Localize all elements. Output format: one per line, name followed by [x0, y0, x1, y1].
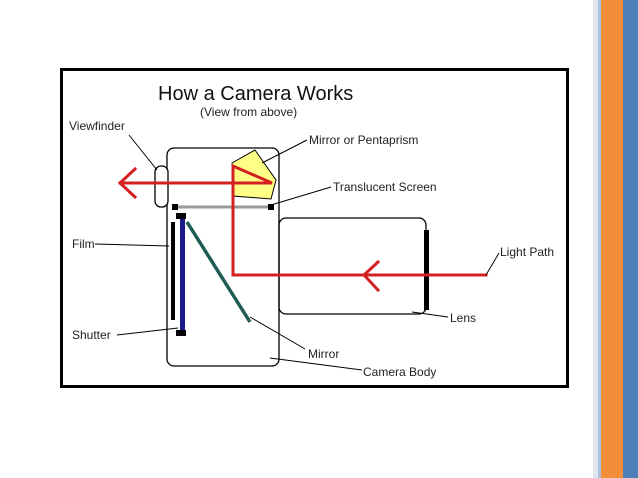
label-viewfinder: Viewfinder	[69, 119, 125, 133]
edge-stripe-orange	[601, 0, 623, 478]
edge-stripe-blue-light	[598, 0, 601, 478]
label-mirror-pentaprism: Mirror or Pentaprism	[309, 133, 418, 147]
label-translucent-screen: Translucent Screen	[333, 180, 437, 194]
diagram-title: How a Camera Works	[158, 83, 353, 105]
reflex-mirror	[185, 221, 252, 323]
label-film: Film	[72, 237, 95, 251]
light-path	[117, 163, 488, 293]
diagram-frame	[60, 68, 569, 388]
lens-barrel	[278, 217, 427, 315]
label-light-path: Light Path	[500, 245, 554, 259]
label-camera-body: Camera Body	[363, 365, 436, 379]
shutter-top-mount	[176, 213, 186, 219]
label-shutter: Shutter	[72, 328, 111, 342]
film	[171, 222, 175, 320]
label-lens: Lens	[450, 311, 476, 325]
shutter	[180, 216, 185, 332]
shutter-bottom-mount	[176, 330, 186, 336]
viewfinder-eyepiece	[154, 165, 169, 208]
diagram-subtitle: (View from above)	[200, 105, 297, 119]
screen-right-mount	[268, 204, 274, 210]
screen-left-mount	[172, 204, 178, 210]
label-mirror: Mirror	[308, 347, 339, 361]
lens-glass	[424, 230, 429, 310]
edge-stripe-blue	[623, 0, 638, 478]
edge-stripe-light	[593, 0, 598, 478]
leader-lines	[94, 134, 500, 371]
